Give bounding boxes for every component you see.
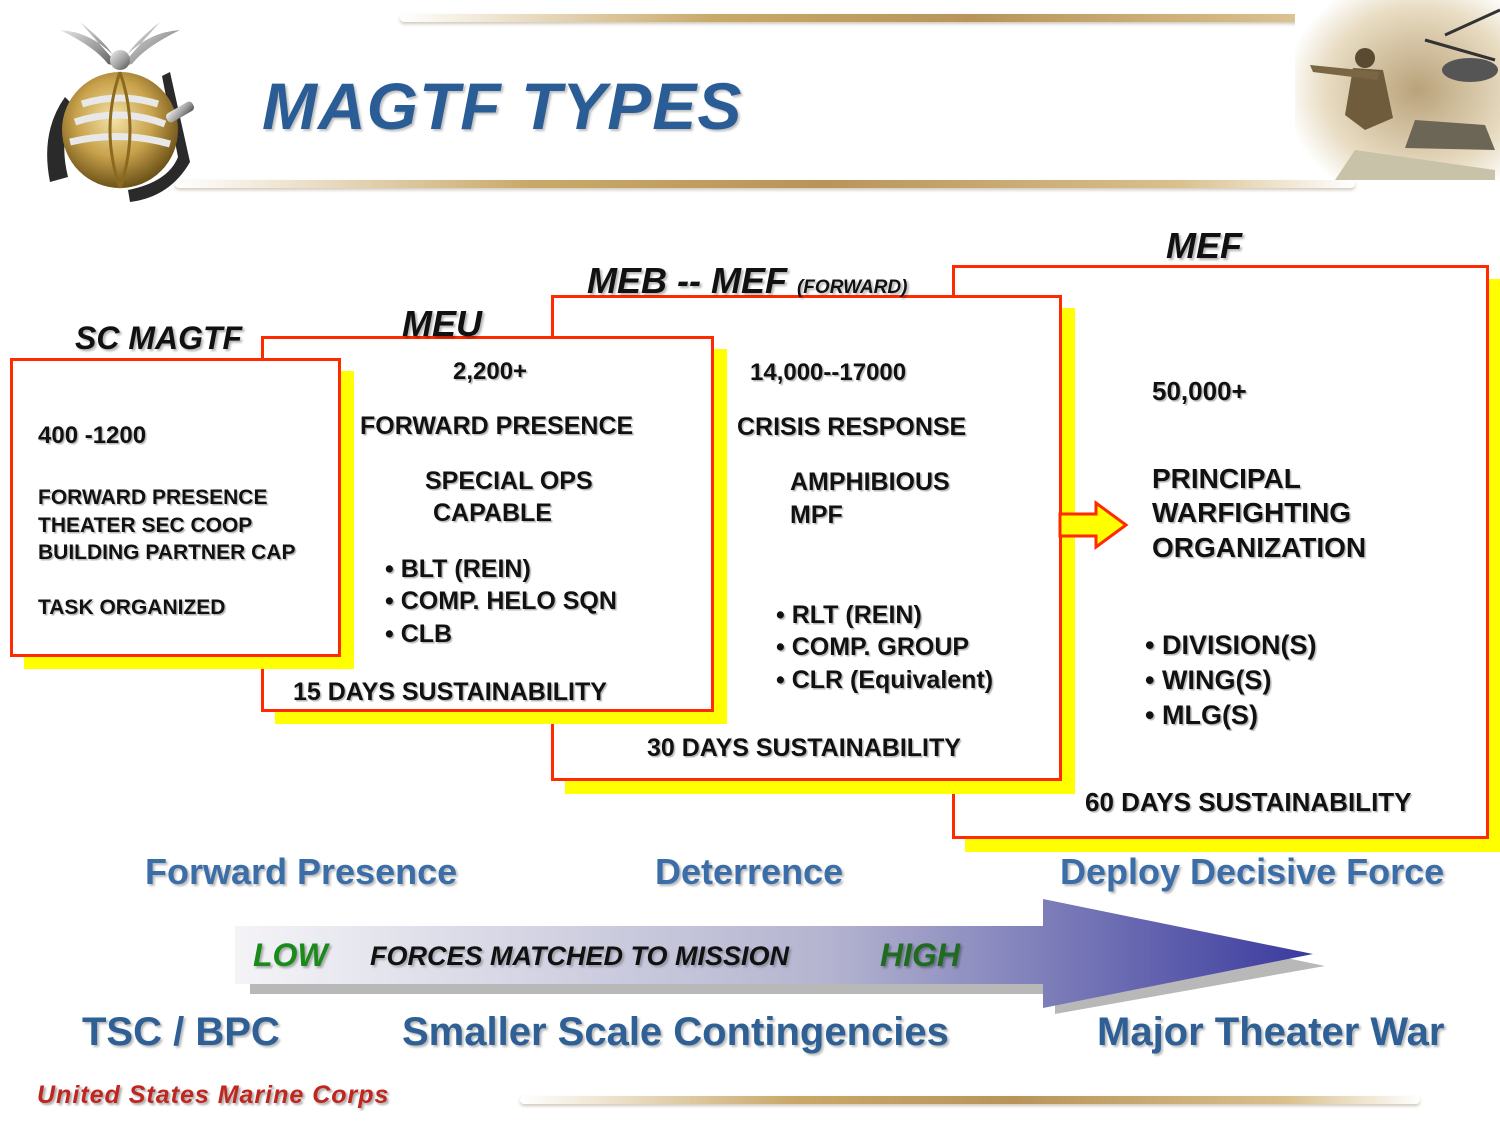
arrow-middle-label: FORCES MATCHED TO MISSION [370,941,790,971]
sc-magtf-line-3: BUILDING PARTNER CAP [38,541,296,564]
mef-bullet-3: • MLG(S) [1145,700,1258,730]
meu-cap-2: CAPABLE [433,499,552,527]
meu-sustainment: 15 DAYS SUSTAINABILITY [293,678,607,706]
sc-magtf-heading: SC MAGTF [75,320,243,356]
meb-role: CRISIS RESPONSE [737,413,967,441]
meb-size: 14,000--17000 [750,359,907,386]
arrow-high-label: HIGH [880,937,960,973]
mission-deploy-decisive-force: Deploy Decisive Force [1060,851,1445,892]
meu-cap-1: SPECIAL OPS [425,467,593,495]
sc-magtf-line-1: FORWARD PRESENCE [38,486,268,509]
marine-helicopter-photo [1295,0,1500,180]
spectrum-tsc-bpc: TSC / BPC [82,1010,280,1054]
meb-bullet-2: • COMP. GROUP [776,633,970,661]
meu-bullet-1: • BLT (REIN) [385,555,531,583]
meb-bullet-1: • RLT (REIN) [776,601,922,629]
meb-heading-sub: (FORWARD) [796,277,908,298]
right-arrow-icon [1058,500,1130,550]
sc-magtf-task: TASK ORGANIZED [38,596,226,619]
mission-forward-presence: Forward Presence [145,851,458,892]
eagle-globe-anchor-emblem-icon [20,12,220,212]
header-bottom-rule [175,180,1355,188]
sc-magtf-line-2: THEATER SEC COOP [38,514,253,537]
meb-sustainment: 30 DAYS SUSTAINABILITY [647,734,961,762]
meu-heading: MEU [402,303,482,344]
meb-heading: MEB -- MEF (FORWARD) [587,260,907,302]
meu-bullet-2: • COMP. HELO SQN [385,587,617,615]
mef-heading: MEF [1166,225,1242,266]
footer-brand: United States Marine Corps [37,1081,390,1109]
meb-cap-2: MPF [790,501,843,529]
header-top-rule [400,14,1440,22]
spectrum-major-theater-war: Major Theater War [1097,1010,1445,1054]
sc-magtf-card [10,358,341,657]
mef-role-3: ORGANIZATION [1152,532,1367,563]
page-title: MAGTF TYPES [262,69,743,143]
mef-sustainment: 60 DAYS SUSTAINABILITY [1085,787,1412,817]
mef-size: 50,000+ [1152,376,1247,406]
meu-size: 2,200+ [453,358,528,385]
footer-rule [520,1096,1420,1104]
mef-bullet-1: • DIVISION(S) [1145,630,1317,660]
mission-deterrence: Deterrence [655,851,844,892]
forces-matched-arrow [235,896,1330,1014]
mef-bullet-2: • WING(S) [1145,665,1272,695]
mef-role-1: PRINCIPAL [1152,463,1301,494]
meu-bullet-3: • CLB [385,620,453,648]
spectrum-smaller-scale: Smaller Scale Contingencies [402,1010,949,1054]
arrow-low-label: LOW [253,937,328,973]
sc-magtf-size: 400 -1200 [38,422,147,449]
meu-role: FORWARD PRESENCE [360,412,634,440]
meb-bullet-3: • CLR (Equivalent) [776,666,994,694]
meb-heading-main: MEB -- MEF [587,260,787,301]
mef-role-2: WARFIGHTING [1152,497,1352,528]
meb-cap-1: AMPHIBIOUS [790,468,950,496]
